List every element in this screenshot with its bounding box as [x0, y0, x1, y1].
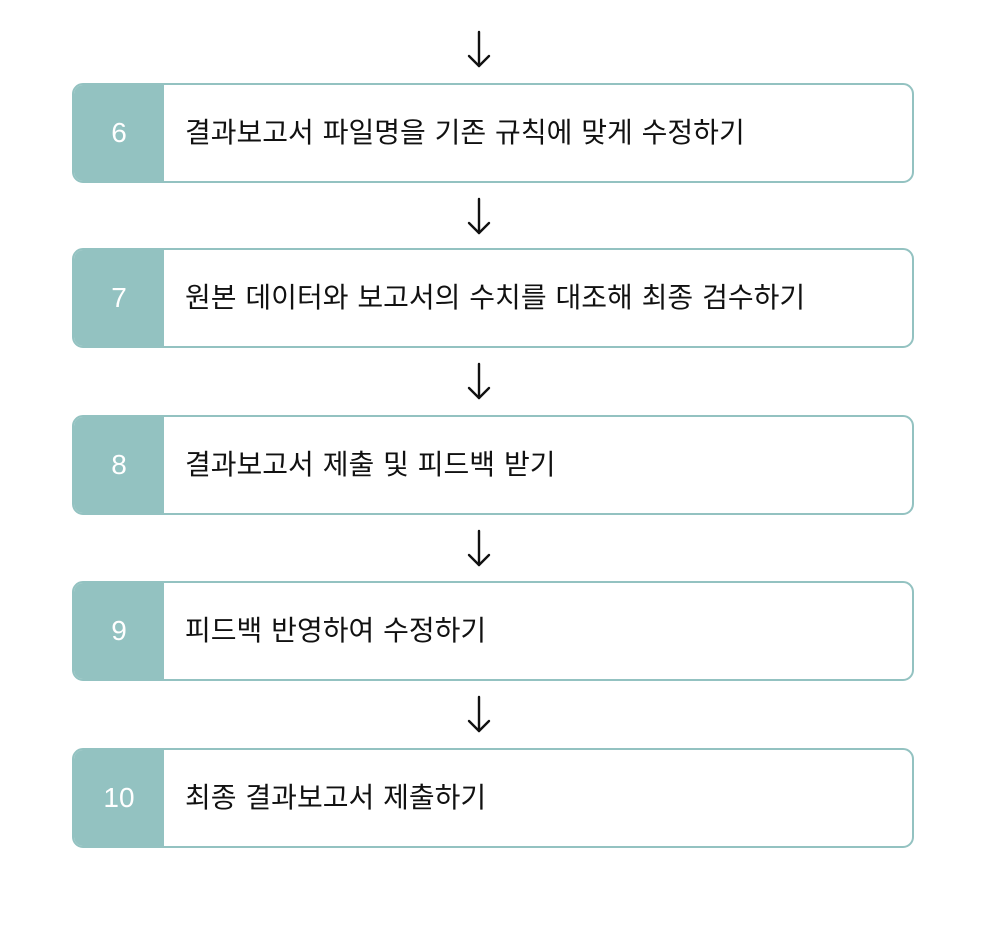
step-label: 피드백 반영하여 수정하기	[185, 614, 487, 647]
step-box: 6 결과보고서 파일명을 기존 규칙에 맞게 수정하기	[72, 83, 914, 183]
step-box: 9 피드백 반영하여 수정하기	[72, 581, 914, 681]
step-number: 6	[74, 85, 164, 181]
step-number: 8	[74, 417, 164, 513]
step-label: 결과보고서 제출 및 피드백 받기	[185, 448, 556, 481]
step-number: 9	[74, 583, 164, 679]
step-box: 8 결과보고서 제출 및 피드백 받기	[72, 415, 914, 515]
step-box: 10 최종 결과보고서 제출하기	[72, 748, 914, 848]
down-arrow-icon	[464, 695, 494, 735]
step-label: 최종 결과보고서 제출하기	[185, 781, 487, 814]
step-label: 원본 데이터와 보고서의 수치를 대조해 최종 검수하기	[185, 281, 806, 314]
step-number: 10	[74, 750, 164, 846]
step-label: 결과보고서 파일명을 기존 규칙에 맞게 수정하기	[185, 116, 745, 149]
down-arrow-icon	[464, 362, 494, 402]
step-number: 7	[74, 250, 164, 346]
down-arrow-icon	[464, 529, 494, 569]
down-arrow-icon	[464, 197, 494, 237]
down-arrow-icon	[464, 30, 494, 70]
step-box: 7 원본 데이터와 보고서의 수치를 대조해 최종 검수하기	[72, 248, 914, 348]
